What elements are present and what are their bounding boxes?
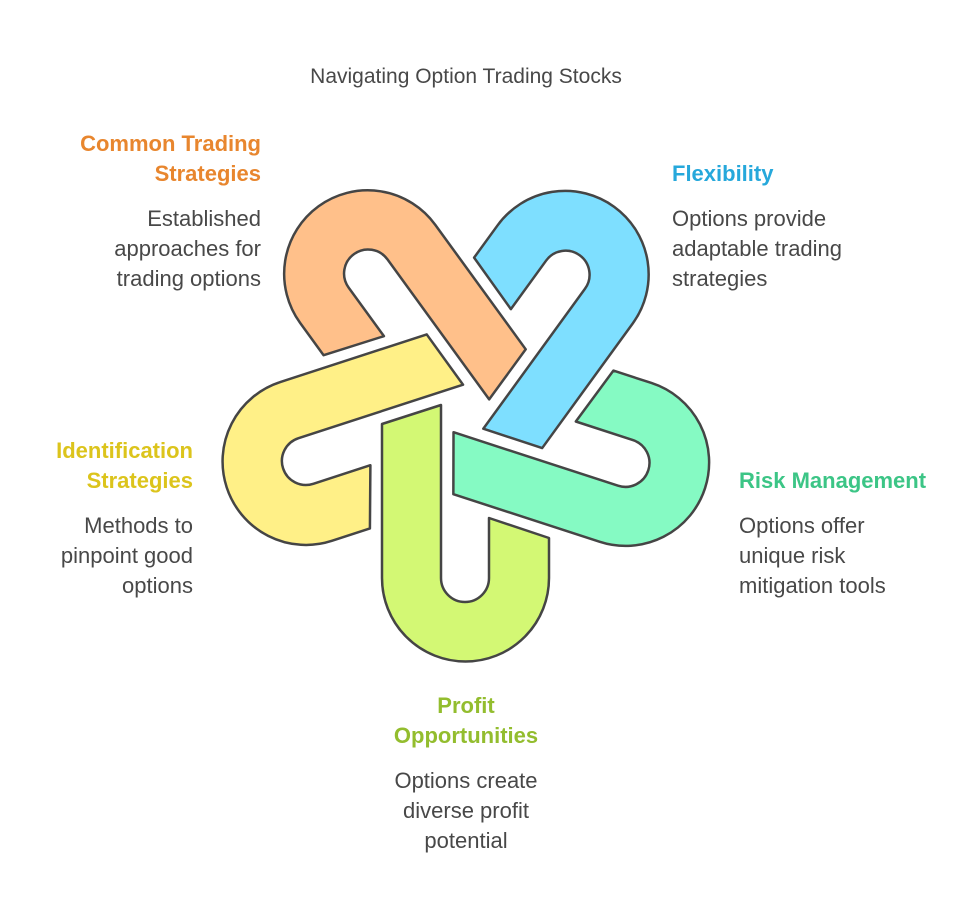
common-trading-strategies-block: Common Trading Strategies Established ap… xyxy=(80,129,261,294)
common-heading-line: Common Trading xyxy=(80,131,261,156)
common-description-line: approaches for xyxy=(114,236,261,261)
profit-heading-line: Profit xyxy=(437,693,495,718)
flexibility-heading: Flexibility xyxy=(672,161,774,186)
common-description-line: Established xyxy=(147,206,261,231)
risk-description-line: unique risk xyxy=(739,543,846,568)
diagram-title: Navigating Option Trading Stocks xyxy=(310,65,622,88)
identification-description-line: pinpoint good xyxy=(60,543,193,568)
identification-heading-line: Identification xyxy=(56,438,193,463)
flexibility-description-line: strategies xyxy=(672,266,768,291)
identification-description-line: options xyxy=(122,573,193,598)
profit-heading-line: Opportunities xyxy=(393,723,539,748)
identification-description-line: Methods to xyxy=(84,513,193,538)
risk-heading: Risk Management xyxy=(739,468,927,493)
profit-description-line: diverse profit xyxy=(403,798,529,823)
risk-management-block: Risk Management Options offer unique ris… xyxy=(739,466,926,601)
profit-description-line: Options create xyxy=(394,768,538,793)
flexibility-description-line: adaptable trading xyxy=(672,236,843,261)
identification-link-shape xyxy=(221,333,465,547)
profit-link-shape xyxy=(380,403,551,663)
common-heading-line: Strategies xyxy=(154,161,261,186)
risk-link-shape xyxy=(452,369,711,548)
flexibility-block: Flexibility Options provide adaptable tr… xyxy=(672,159,842,294)
risk-description-line: Options offer xyxy=(739,513,865,538)
profit-opportunities-block: Profit Opportunities Options create dive… xyxy=(316,691,616,856)
flexibility-description-line: Options provide xyxy=(672,206,827,231)
identification-strategies-block: Identification Strategies Methods to pin… xyxy=(56,436,193,601)
common-link-shape xyxy=(282,189,527,401)
profit-description-line: potential xyxy=(424,828,508,853)
common-description-line: trading options xyxy=(116,266,261,291)
risk-description-line: mitigation tools xyxy=(739,573,886,598)
flexibility-link-shape xyxy=(472,189,650,450)
identification-heading-line: Strategies xyxy=(86,468,193,493)
